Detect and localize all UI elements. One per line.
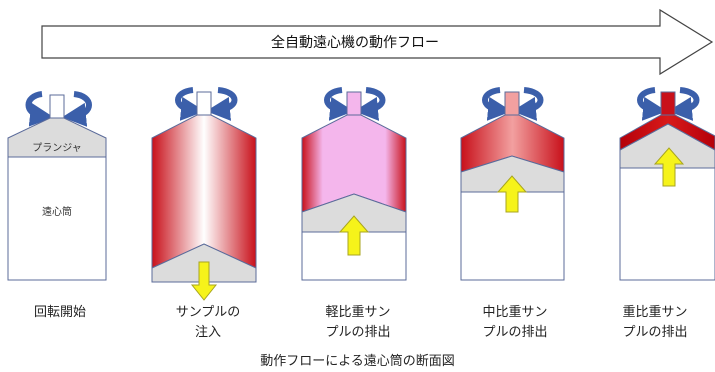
shaft <box>346 91 362 117</box>
step-label-3-line2: プルの排出 <box>325 325 391 340</box>
rotation-arrows-icon <box>482 87 544 121</box>
shaft <box>49 94 65 120</box>
step-label-2-line2: 注入 <box>194 325 221 340</box>
step-label-1: 回転開始 <box>0 303 120 323</box>
shaft <box>196 91 212 117</box>
step-label-4-line1: 中比重サン <box>482 305 548 320</box>
cylinder-body <box>7 156 107 281</box>
step-label-5: 重比重サン プルの排出 <box>595 303 715 343</box>
flow-arrow-label: 全自動遠心機の動作フロー <box>271 34 439 51</box>
figure-caption: 動作フローによる遠心筒の断面図 <box>260 354 455 369</box>
cylinder-label: 遠心筒 <box>42 205 72 218</box>
flow-arrow-shape <box>41 8 714 76</box>
up-arrow-icon <box>653 147 685 187</box>
step-label-5-line1: 重比重サン <box>622 305 688 320</box>
rotation-arrows-icon <box>25 91 92 127</box>
step-label-4-line2: プルの排出 <box>482 325 548 340</box>
step-label-4: 中比重サン プルの排出 <box>455 303 575 343</box>
cylinder-step-4 <box>460 87 565 281</box>
down-arrow-icon <box>190 261 218 301</box>
cylinder-step-5 <box>619 87 715 281</box>
plunger-label: プランジャ <box>32 142 82 154</box>
rotation-arrows-icon <box>637 87 700 121</box>
shaft <box>504 91 520 117</box>
shaft <box>660 91 676 117</box>
step-label-1-line1: 回転開始 <box>33 305 86 320</box>
up-arrow-icon <box>338 215 370 256</box>
up-arrow-icon <box>496 175 528 213</box>
plunger <box>460 155 565 193</box>
flow-arrow: 全自動遠心機の動作フロー <box>41 8 714 76</box>
step-label-3: 軽比重サン プルの排出 <box>298 303 418 343</box>
step-label-3-line1: 軽比重サン <box>325 305 391 320</box>
step-label-5-line2: プルの排出 <box>622 325 688 340</box>
plunger <box>619 123 715 169</box>
step-label-2-line1: サンプルの <box>175 305 241 320</box>
cylinder-step-3 <box>301 87 407 281</box>
rotation-arrows-icon <box>175 87 238 121</box>
cylinder-empty <box>619 167 715 281</box>
plunger <box>301 193 407 233</box>
rotation-arrows-icon <box>324 87 386 121</box>
step-label-2: サンプルの 注入 <box>148 303 268 343</box>
cylinder-step-2 <box>151 87 257 301</box>
cylinder-step-1: プランジャ 遠心筒 <box>7 91 107 281</box>
